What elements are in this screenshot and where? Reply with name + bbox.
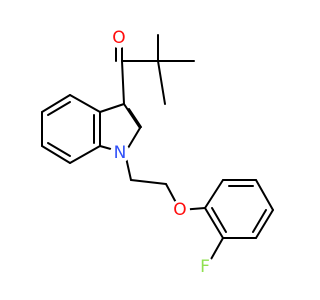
indole-c3-c2-bond bbox=[123, 103, 141, 129]
fluorophenyl-double-bond bbox=[211, 207, 227, 233]
carbonyl-oxygen-label: O bbox=[112, 28, 125, 48]
fluorophenyl-ring-bond bbox=[204, 207, 224, 239]
fluorine-label-background bbox=[195, 257, 215, 277]
indole-c3a-c3-bond bbox=[99, 103, 125, 113]
ether-oxygen-label: O bbox=[173, 200, 186, 220]
indole-benzene-bond bbox=[69, 145, 101, 164]
fluorophenyl-ring-bond bbox=[204, 179, 224, 209]
indole-benzene-bond bbox=[41, 94, 71, 113]
fluorophenyl-ring-bond bbox=[255, 179, 274, 211]
carbonyl-to-indole-bond bbox=[121, 60, 125, 105]
bond-layer bbox=[41, 34, 274, 269]
fluorine-atom: F bbox=[195, 257, 215, 277]
tert-butyl-methyl-bond bbox=[157, 60, 166, 105]
indole-nitrogen-label-background bbox=[110, 143, 130, 163]
carbonyl-oxygen-atom: O bbox=[109, 28, 129, 48]
molecule-structure: O N O F bbox=[41, 28, 274, 277]
fluorine-label: F bbox=[200, 257, 210, 277]
indole-nitrogen-label: N bbox=[114, 143, 127, 163]
ethyl-bond bbox=[130, 179, 167, 185]
indole-c3-c2-double-bond bbox=[128, 108, 142, 128]
indole-benzene-bond bbox=[41, 145, 71, 164]
indole-benzene-double-bond bbox=[47, 101, 71, 116]
carbonyl-oxygen-label-background bbox=[109, 28, 129, 48]
indole-benzene-bond bbox=[69, 94, 101, 113]
ether-oxygen-atom: O bbox=[170, 200, 190, 220]
indole-nitrogen-atom: N bbox=[110, 143, 130, 163]
fluorophenyl-double-bond bbox=[252, 209, 267, 233]
indole-benzene-double-bond bbox=[47, 142, 71, 157]
atom-label-layer: O N O F bbox=[109, 28, 215, 277]
fluorophenyl-ring-bond bbox=[255, 209, 274, 239]
ether-oxygen-label-background bbox=[170, 200, 190, 220]
